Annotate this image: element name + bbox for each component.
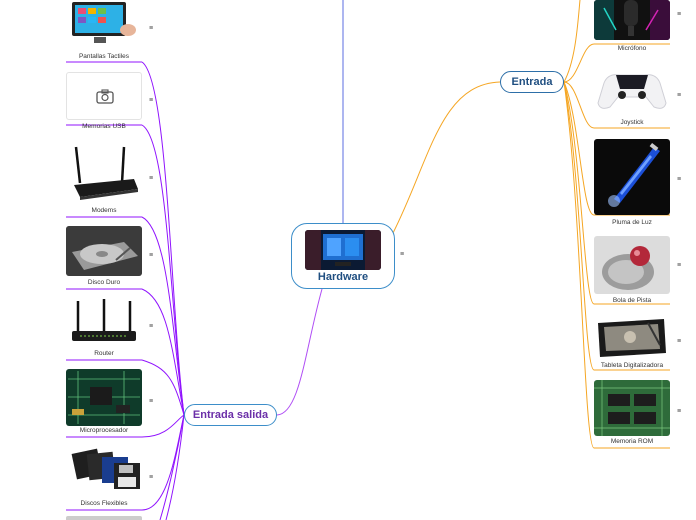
leaf-label: Pluma de Luz: [612, 219, 652, 226]
leaf-menu-icon[interactable]: ≡: [677, 176, 682, 183]
leaf-label: Discos Flexibles: [80, 500, 128, 507]
drawing-tablet-image: [594, 317, 670, 359]
leaf-menu-icon[interactable]: ≡: [149, 252, 154, 259]
leaf-pluma-de-luz[interactable]: [594, 139, 670, 215]
leaf-menu-icon[interactable]: ≡: [677, 11, 682, 18]
leaf-discos-flexibles[interactable]: Discos Flexibles: [66, 447, 142, 510]
leaf-menu-icon[interactable]: ≡: [149, 398, 154, 405]
leaf-microfono[interactable]: Micrófono: [594, 0, 670, 52]
leaf-modems[interactable]: Modems: [66, 143, 142, 217]
leaf-label: Pantallas Tactiles: [78, 53, 130, 60]
branch-node-entrada[interactable]: Entrada: [500, 71, 564, 93]
hard-disk-image: [66, 226, 142, 276]
leaf-label: Memoria ROM: [610, 438, 654, 445]
branch-label: Entrada salida: [192, 409, 269, 421]
trackball-image: [594, 236, 670, 294]
leaf-label: Router: [94, 350, 114, 357]
leaf-menu-icon[interactable]: ≡: [149, 474, 154, 481]
image-placeholder: [66, 72, 142, 120]
leaf-menu-icon[interactable]: ≡: [149, 323, 154, 330]
leaf-menu-icon[interactable]: ≡: [677, 262, 682, 269]
rom-chip-image: [594, 380, 670, 436]
circuit-board-image: [66, 369, 142, 426]
leaf-joystick[interactable]: Joystick: [594, 65, 670, 128]
touchscreen-image: [66, 0, 142, 48]
leaf-menu-icon[interactable]: ≡: [677, 408, 682, 415]
leaf-partial-image: [66, 516, 142, 520]
leaf-menu-icon[interactable]: ≡: [149, 175, 154, 182]
camera-placeholder-icon: [96, 89, 114, 104]
leaf-label: Modems: [91, 207, 117, 214]
leaf-disco-duro[interactable]: Disco Duro: [66, 226, 142, 289]
router-image: [66, 143, 142, 203]
leaf-menu-icon[interactable]: ≡: [677, 338, 682, 345]
central-node-label: Hardware: [317, 271, 369, 283]
leaf-label: Memorias USB: [82, 123, 126, 130]
branch-label: Entrada: [511, 76, 553, 88]
leaf-label: Disco Duro: [87, 279, 121, 286]
central-menu-icon[interactable]: ≡: [400, 251, 405, 258]
light-pen-image: [594, 139, 670, 215]
leaf-bola-de-pista[interactable]: Bola de Pista: [594, 236, 670, 304]
leaf-menu-icon[interactable]: ≡: [149, 25, 154, 32]
floppy-disks-image: [66, 447, 142, 497]
leaf-pantallas-tactiles[interactable]: Pantallas Tactiles: [66, 0, 142, 62]
leaf-label: Joystick: [620, 119, 644, 126]
leaf-label: Microprocesador: [79, 427, 129, 434]
leaf-router[interactable]: Router: [66, 297, 142, 360]
leaf-tableta-digitalizadora[interactable]: Tableta Digitalizadora: [594, 317, 670, 370]
leaf-label: Bola de Pista: [612, 297, 652, 304]
leaf-label: Micrófono: [617, 45, 647, 52]
leaf-menu-icon[interactable]: ≡: [677, 92, 682, 99]
gamepad-image: [594, 65, 670, 115]
central-node-hardware[interactable]: Hardware: [291, 223, 395, 289]
leaf-microprocesador[interactable]: Microprocesador: [66, 369, 142, 437]
leaf-menu-icon[interactable]: ≡: [149, 97, 154, 104]
leaf-memorias-usb[interactable]: Memorias USB: [66, 72, 142, 130]
branch-node-entrada-salida[interactable]: Entrada salida: [184, 404, 277, 426]
router-image: [66, 297, 142, 347]
leaf-label: Tableta Digitalizadora: [600, 362, 664, 369]
leaf-memoria-rom[interactable]: Memoria ROM: [594, 380, 670, 448]
desktop-computer-image: [305, 230, 381, 270]
microphone-image: [594, 0, 670, 40]
